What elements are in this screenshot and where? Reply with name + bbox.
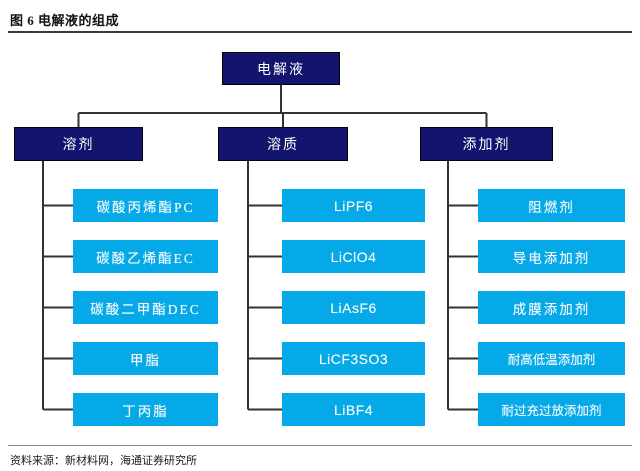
node-leaf-additives-5: 耐过充过放添加剂 bbox=[478, 393, 625, 426]
node-leaf-solute-1: LiPF6 bbox=[282, 189, 425, 222]
header-divider bbox=[8, 31, 632, 33]
node-leaf-additives-1-label: 阻燃剂 bbox=[528, 199, 575, 215]
node-root-electrolyte: 电解液 bbox=[222, 52, 340, 85]
node-leaf-additives-1: 阻燃剂 bbox=[478, 189, 625, 222]
node-leaf-additives-4: 耐高低温添加剂 bbox=[478, 342, 625, 375]
node-leaf-solvent-2-label: 碳酸乙烯酯EC bbox=[96, 250, 195, 266]
node-leaf-solute-2: LiClO4 bbox=[282, 240, 425, 273]
source-note: 资料来源：新材料网，海通证券研究所 bbox=[10, 455, 197, 467]
node-leaf-solvent-3: 碳酸二甲酯DEC bbox=[73, 291, 218, 324]
node-branch-solvent-label: 溶剂 bbox=[62, 138, 95, 153]
node-root-electrolyte-label: 电解液 bbox=[257, 62, 305, 78]
node-branch-additives-label: 添加剂 bbox=[462, 138, 511, 153]
connector-lines bbox=[42, 85, 488, 411]
node-leaf-additives-2-label: 导电添加剂 bbox=[512, 250, 591, 266]
footer-divider bbox=[8, 445, 632, 446]
node-leaf-solute-4: LiCF3SO3 bbox=[282, 342, 425, 375]
node-leaf-solvent-5: 丁丙脂 bbox=[73, 393, 218, 426]
node-leaf-additives-3-label: 成膜添加剂 bbox=[512, 301, 591, 317]
node-branch-solute: 溶质 bbox=[218, 127, 348, 161]
node-leaf-solvent-3-label: 碳酸二甲酯DEC bbox=[90, 301, 201, 317]
node-leaf-additives-3: 成膜添加剂 bbox=[478, 291, 625, 324]
node-branch-solute-label: 溶质 bbox=[267, 138, 299, 153]
node-leaf-additives-5-label: 耐过充过放添加剂 bbox=[501, 404, 602, 418]
node-leaf-solvent-4: 甲脂 bbox=[73, 342, 218, 375]
node-leaf-solute-5: LiBF4 bbox=[282, 393, 425, 426]
node-leaf-additives-4-label: 耐高低温添加剂 bbox=[507, 353, 596, 367]
node-leaf-additives-2: 导电添加剂 bbox=[478, 240, 625, 273]
node-branch-additives: 添加剂 bbox=[420, 127, 553, 161]
node-leaf-solute-3: LiAsF6 bbox=[282, 291, 425, 324]
node-leaf-solute-5-label: LiBF4 bbox=[333, 401, 374, 418]
node-leaf-solute-1-label: LiPF6 bbox=[333, 197, 374, 214]
node-leaf-solvent-2: 碳酸乙烯酯EC bbox=[73, 240, 218, 273]
node-leaf-solvent-4-label: 甲脂 bbox=[130, 352, 161, 368]
node-leaf-solute-4-label: LiCF3SO3 bbox=[318, 350, 389, 367]
node-leaf-solute-2-label: LiClO4 bbox=[330, 248, 377, 265]
node-leaf-solvent-5-label: 丁丙脂 bbox=[122, 403, 169, 419]
node-leaf-solute-3-label: LiAsF6 bbox=[330, 299, 377, 316]
page-title: 图 6 电解液的组成 bbox=[10, 13, 120, 28]
node-leaf-solvent-1: 碳酸丙烯酯PC bbox=[73, 189, 218, 222]
node-leaf-solvent-1-label: 碳酸丙烯酯PC bbox=[96, 199, 195, 215]
node-branch-solvent: 溶剂 bbox=[14, 127, 143, 161]
